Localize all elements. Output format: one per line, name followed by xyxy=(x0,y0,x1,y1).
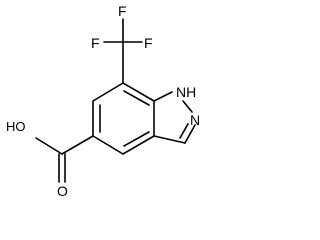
trifluoromethyl-group: F F F xyxy=(91,3,153,84)
bond-c4-c3a-inner xyxy=(123,131,150,147)
atom-f-top: F xyxy=(118,3,127,19)
atom-f-right: F xyxy=(144,35,153,51)
benzene-ring xyxy=(92,82,155,155)
bond-n1-n2 xyxy=(182,100,193,113)
pyrazole-ring: NH N xyxy=(153,84,200,144)
bond-c5-c4 xyxy=(92,135,124,155)
atom-o: O xyxy=(57,183,68,199)
bond-c4-c3a xyxy=(122,135,155,155)
bond-c7a-n1 xyxy=(153,91,173,102)
bond-c7-c7a-inner xyxy=(123,90,150,106)
bond-c7-c6 xyxy=(92,82,124,102)
carboxylic-acid-group: HO O xyxy=(6,119,94,199)
bond-n2-c3-inner xyxy=(179,123,189,139)
atom-f-left: F xyxy=(91,35,100,51)
bond-c7-c7a xyxy=(122,82,155,102)
molecule-structure: F F F NH N HO O xyxy=(6,3,200,199)
atom-n: N xyxy=(190,112,200,128)
bond-c5-cooh xyxy=(61,135,94,155)
bond-c3-c3a xyxy=(153,135,186,144)
bond-n2-c3 xyxy=(184,124,196,144)
atom-nh: NH xyxy=(176,84,196,100)
atom-ho: HO xyxy=(6,119,26,134)
bond-c-oh xyxy=(35,137,63,155)
